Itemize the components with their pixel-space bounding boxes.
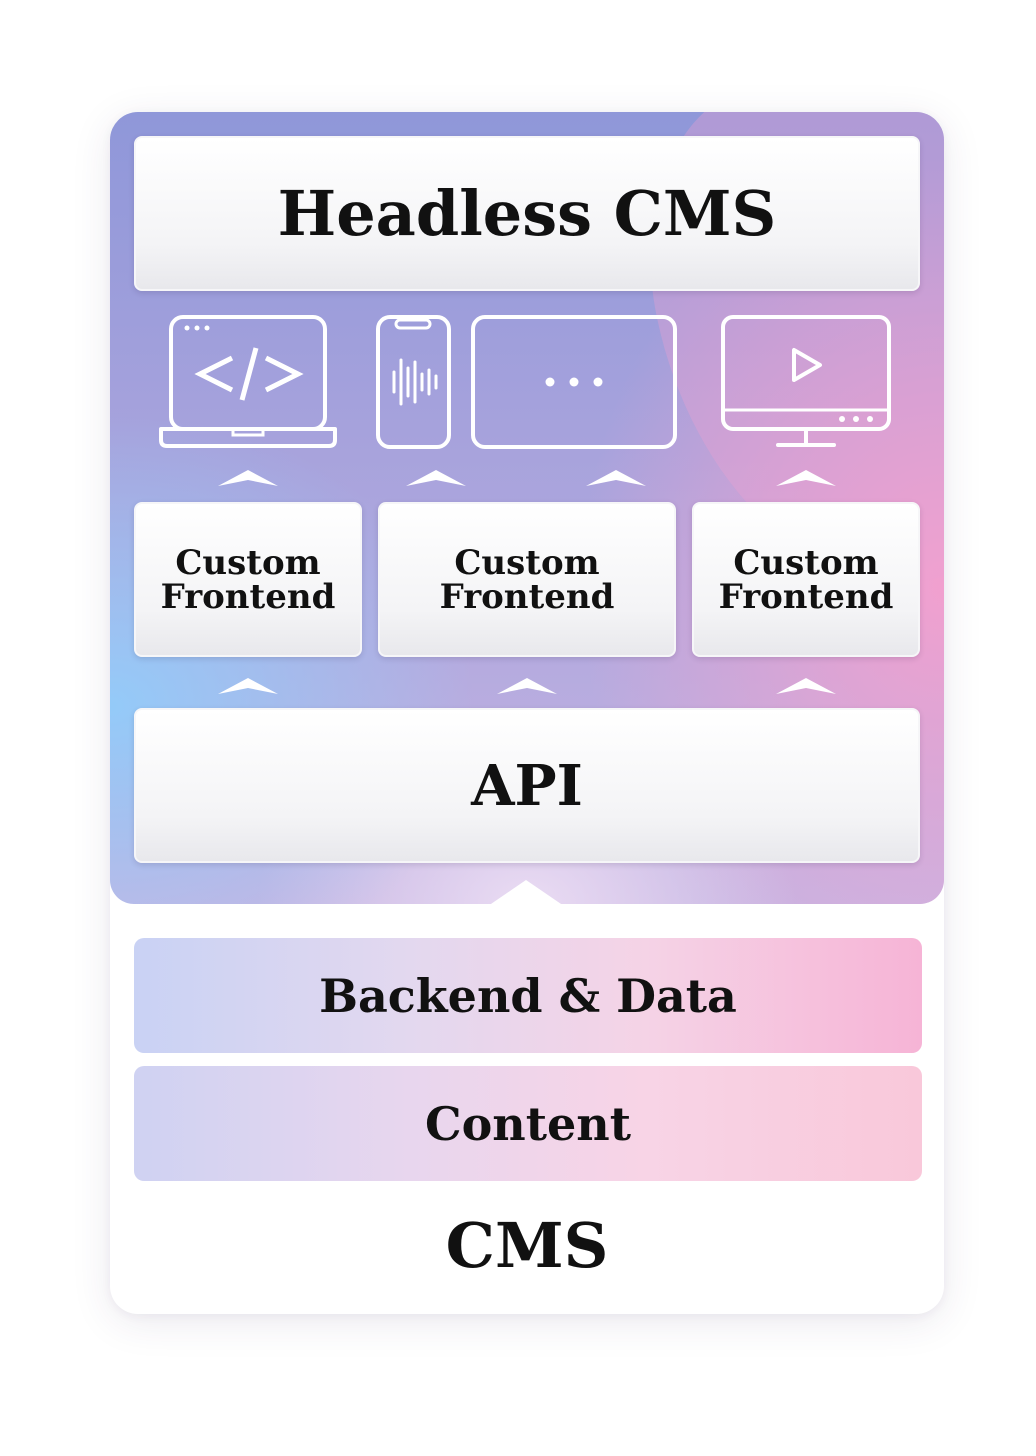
headless-cms-title: Headless CMS bbox=[134, 136, 920, 291]
panel-notch bbox=[488, 880, 564, 906]
frontend-line1: Custom bbox=[175, 542, 321, 583]
laptop-code-icon bbox=[158, 314, 338, 452]
frontend-line2: Frontend bbox=[439, 576, 615, 617]
arrow-up-icon bbox=[218, 676, 278, 696]
arrow-up-icon bbox=[497, 676, 557, 696]
cms-label: CMS bbox=[445, 1208, 609, 1282]
frontend-line1: Custom bbox=[733, 542, 879, 583]
custom-frontend-box: Custom Frontend bbox=[134, 502, 362, 657]
arrow-up-icon bbox=[586, 468, 646, 488]
content-layer: Content bbox=[134, 1066, 922, 1181]
arrow-up-icon bbox=[218, 468, 278, 488]
arrow-up-icon bbox=[406, 468, 466, 488]
phone-audio-icon bbox=[376, 314, 452, 450]
tablet-more-icon bbox=[470, 314, 678, 450]
arrow-up-icon bbox=[776, 676, 836, 696]
custom-frontend-box: Custom Frontend bbox=[692, 502, 920, 657]
frontend-line1: Custom bbox=[454, 542, 600, 583]
backend-data-layer: Backend & Data bbox=[134, 938, 922, 1053]
custom-frontend-box: Custom Frontend bbox=[378, 502, 676, 657]
tv-play-icon bbox=[720, 314, 892, 452]
frontend-line2: Frontend bbox=[160, 576, 336, 617]
api-box: API bbox=[134, 708, 920, 863]
arrow-up-icon bbox=[776, 468, 836, 488]
frontend-line2: Frontend bbox=[718, 576, 894, 617]
